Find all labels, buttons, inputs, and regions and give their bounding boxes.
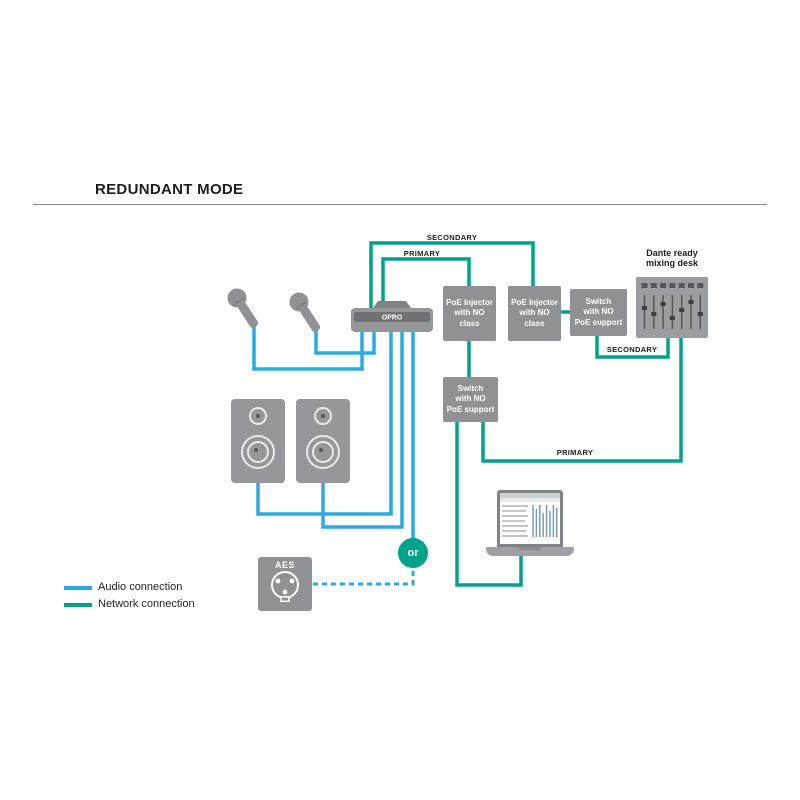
microphones xyxy=(227,288,321,332)
box-text-line: with NO xyxy=(455,394,486,404)
legend-audio-swatch xyxy=(64,586,92,590)
mixing-desk-icon xyxy=(636,277,708,338)
laptop-base xyxy=(486,547,574,556)
speaker-left xyxy=(231,399,285,483)
device-label: OPRO xyxy=(382,315,403,322)
switch-right-box: Switch with NO PoE support xyxy=(570,289,627,336)
wire-label-secondary-right: SECONDARY xyxy=(606,345,658,354)
network-wire-primary-top xyxy=(381,257,471,312)
audio-wire-mic2 xyxy=(314,328,376,355)
box-text-line: PoE Injector xyxy=(511,297,558,307)
box-text-line: with NO xyxy=(519,308,550,318)
legend-audio-label: Audio connection xyxy=(98,581,183,593)
box-text-line: Switch xyxy=(457,383,484,393)
laptop xyxy=(486,490,574,558)
mixer-caption: Dante ready mixing desk xyxy=(626,248,718,268)
wire-label-primary-top: PRIMARY xyxy=(403,249,441,258)
box-text-line: with NO xyxy=(583,307,614,317)
aes-label: AES xyxy=(274,560,295,570)
box-text-line: PoE support xyxy=(446,404,495,414)
box-text-line: PoE support xyxy=(574,317,623,327)
legend-network-label: Network connection xyxy=(98,598,195,610)
xlr-connector-icon xyxy=(271,571,299,603)
microphone-icon xyxy=(289,292,321,332)
network-wire-primary-to-mixer xyxy=(481,336,683,463)
speaker-right xyxy=(296,399,350,483)
audio-wire-mic1 xyxy=(252,324,364,371)
audio-wire-aes-dashed xyxy=(313,570,415,586)
page-title: REDUNDANT MODE xyxy=(95,181,244,198)
box-text-line: Switch xyxy=(585,296,612,306)
dante-device-icon: OPRO xyxy=(351,301,433,332)
box-text-line: class xyxy=(524,318,545,328)
audio-wire-speaker2 xyxy=(321,330,404,529)
title-divider xyxy=(33,204,767,205)
dante-device: OPRO xyxy=(350,300,434,333)
laptop-screen xyxy=(497,490,563,547)
mixing-desk xyxy=(636,277,708,338)
poe-injector-1-box: PoE Injector with NO class xyxy=(443,286,496,341)
network-wire-secondary-top xyxy=(369,241,535,312)
or-badge: or xyxy=(398,538,428,568)
controller-app-icon xyxy=(500,493,560,537)
speaker-tweeter-icon xyxy=(249,407,267,425)
box-text-line: PoE Injector xyxy=(446,297,493,307)
or-badge-label: or xyxy=(407,547,419,559)
wire-label-primary-bottom: PRIMARY xyxy=(556,448,594,457)
speaker-woofer-icon xyxy=(306,435,340,469)
microphone-icon xyxy=(227,288,259,328)
aes-output-box: AES xyxy=(258,557,312,611)
speaker-tweeter-icon xyxy=(314,407,332,425)
box-text-line: class xyxy=(459,318,480,328)
speaker-woofer-icon xyxy=(241,435,275,469)
wire-label-secondary-top: SECONDARY xyxy=(426,233,478,242)
mixer-caption-line1: Dante ready xyxy=(646,248,698,258)
box-text-line: with NO xyxy=(454,308,485,318)
mixer-caption-line2: mixing desk xyxy=(645,258,699,268)
switch-mid-box: Switch with NO PoE support xyxy=(443,377,498,422)
network-wire-switch-to-laptop xyxy=(455,420,523,587)
poe-injector-2-box: PoE Injector with NO class xyxy=(508,286,561,341)
network-wire-secondary-to-mixer xyxy=(595,334,670,359)
legend-network-swatch xyxy=(64,603,92,607)
